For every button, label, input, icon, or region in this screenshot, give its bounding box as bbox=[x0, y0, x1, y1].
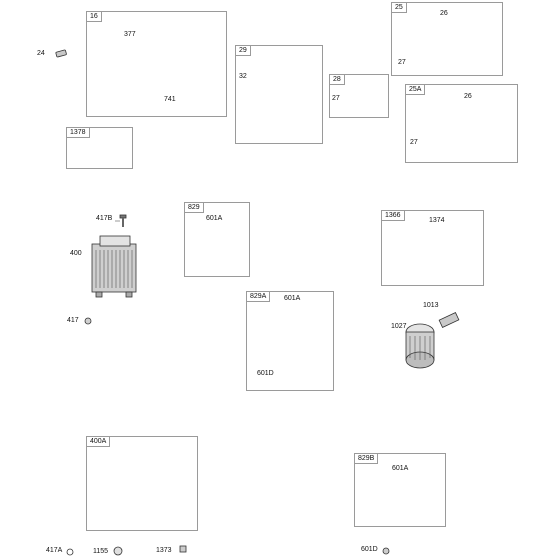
box-829a: 829A bbox=[246, 291, 334, 391]
part-label-26-box25a: 26 bbox=[464, 93, 472, 100]
box-400a: 400A bbox=[86, 436, 198, 531]
box-1378: 1378 bbox=[66, 127, 133, 169]
fitting-part-1013 bbox=[438, 312, 460, 328]
part-label-601a: 601A bbox=[206, 215, 223, 222]
box-829: 829 bbox=[184, 202, 250, 277]
part-label-1013: 1013 bbox=[423, 302, 439, 309]
box-829b: 829B bbox=[354, 453, 446, 527]
box-tag: 829B bbox=[355, 454, 379, 464]
part-label-417b: 417B bbox=[96, 215, 113, 222]
part-label-26: 26 bbox=[440, 10, 448, 17]
key-part-24 bbox=[55, 49, 67, 58]
clamp-part-601d bbox=[382, 547, 390, 555]
box-tag: 829A bbox=[247, 292, 271, 302]
box-1366: 1366 bbox=[381, 210, 484, 286]
part-label-601d-bottom: 601D bbox=[361, 546, 378, 553]
part-label-1155: 1155 bbox=[93, 548, 109, 555]
oil-cooler-part-400 bbox=[91, 235, 137, 298]
box-25: 25 bbox=[391, 2, 503, 76]
oil-filter-part-1027 bbox=[405, 323, 435, 369]
box-tag: 1366 bbox=[382, 211, 405, 221]
part-label-601a-box829b: 601A bbox=[392, 465, 409, 472]
box-25a: 25A bbox=[405, 84, 518, 163]
box-tag: 25 bbox=[392, 3, 407, 13]
part-label-27: 27 bbox=[398, 59, 406, 66]
washer-part-1155 bbox=[113, 546, 123, 556]
part-label-741: 741 bbox=[164, 96, 176, 103]
part-label-27-box28: 27 bbox=[332, 95, 340, 102]
box-tag: 28 bbox=[330, 75, 345, 85]
part-label-377: 377 bbox=[124, 31, 136, 38]
part-label-417a: 417A bbox=[46, 547, 63, 554]
screw-part-417b bbox=[119, 214, 127, 227]
clip-part-1373 bbox=[179, 545, 187, 553]
part-label-1374: 1374 bbox=[429, 217, 445, 224]
box-29: 29 bbox=[235, 45, 323, 144]
part-label-1373: 1373 bbox=[156, 547, 172, 554]
part-label-417: 417 bbox=[67, 317, 79, 324]
box-tag: 16 bbox=[87, 12, 102, 22]
part-label-32: 32 bbox=[239, 73, 247, 80]
box-tag: 1378 bbox=[67, 128, 90, 138]
box-tag: 400A bbox=[87, 437, 111, 447]
part-label-601a-box829a: 601A bbox=[284, 295, 301, 302]
box-tag: 829 bbox=[185, 203, 204, 213]
fastener-part-417a bbox=[66, 548, 74, 556]
part-label-400: 400 bbox=[70, 250, 82, 257]
box-28: 28 bbox=[329, 74, 389, 118]
box-tag: 25A bbox=[406, 85, 426, 95]
part-label-27-box25a: 27 bbox=[410, 139, 418, 146]
fastener-part-417 bbox=[84, 317, 92, 325]
box-tag: 29 bbox=[236, 46, 251, 56]
part-label-1027: 1027 bbox=[391, 323, 407, 330]
part-label-601d: 601D bbox=[257, 370, 274, 377]
part-label-24: 24 bbox=[37, 50, 45, 57]
box-16: 16 bbox=[86, 11, 227, 117]
